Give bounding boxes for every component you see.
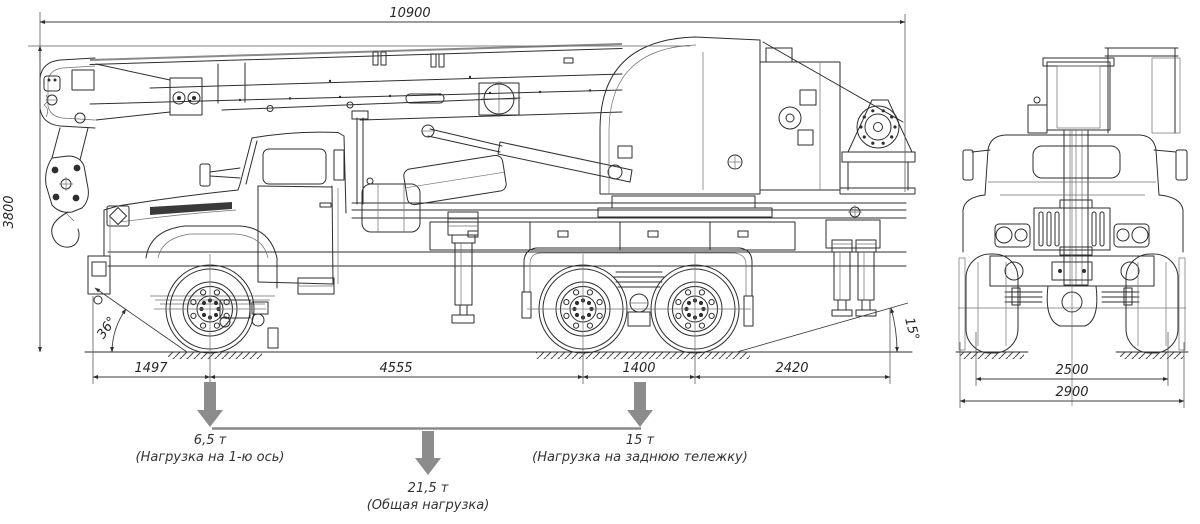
front-cab	[962, 134, 1188, 253]
front-clip	[87, 211, 279, 349]
load-annotations: 6,5 т (Нагрузка на 1-ю ось) 15 т (Нагруз…	[136, 382, 748, 513]
label-track: 2500	[1055, 363, 1088, 378]
label-front-overhang: 1497	[134, 361, 168, 376]
platform	[351, 202, 907, 251]
front-gantry	[1104, 47, 1181, 134]
label-departure-angle: 15°	[901, 316, 921, 342]
label-overall-length: 10900	[389, 6, 430, 21]
dimension-wheelbase: 4555	[209, 361, 584, 379]
caption-total-load: (Общая нагрузка)	[367, 498, 490, 513]
turret	[597, 36, 904, 218]
label-height: 3800	[2, 195, 17, 228]
front-view	[955, 47, 1189, 406]
rear-outriggers	[825, 219, 881, 317]
rear-of-cab-equipment	[351, 110, 633, 233]
rear-wheel-2	[638, 253, 752, 359]
label-front-axle-load: 6,5 т	[194, 433, 227, 448]
boom	[89, 43, 623, 121]
label-total-load: 21,5 т	[408, 481, 449, 496]
dimension-bottom-chain: 1497 4555 1400 2420	[92, 296, 891, 384]
dimension-overall-length: 10900	[39, 6, 906, 192]
rear-fender	[521, 247, 754, 327]
bogie-suspension	[613, 271, 665, 327]
chassis-frame	[107, 251, 907, 305]
front-axle	[958, 130, 1186, 406]
dimension-height: 3800	[2, 45, 690, 353]
load-arrow-front-axle: 6,5 т (Нагрузка на 1-ю ось)	[136, 382, 285, 465]
dimension-rear-overhang: 2420	[694, 361, 891, 379]
label-rear-overhang: 2420	[775, 361, 808, 376]
front-ground	[955, 351, 1189, 359]
label-approach-angle: 36°	[94, 314, 120, 341]
caption-front-axle-load: (Нагрузка на 1-ю ось)	[136, 450, 285, 465]
angle-departure: 15°	[736, 302, 922, 353]
label-width: 2900	[1055, 385, 1088, 400]
load-arrow-rear-bogie: 15 т (Нагрузка на заднюю тележку)	[532, 382, 748, 465]
side-view	[39, 36, 916, 359]
dimension-bogie: 1400	[582, 361, 696, 379]
label-rear-bogie-load: 15 т	[626, 433, 655, 448]
dimension-width: 2900	[959, 342, 1185, 408]
angle-approach: 36°	[94, 287, 188, 353]
front-outrigger	[447, 211, 479, 324]
dimension-track: 2500	[975, 332, 1169, 386]
caption-rear-bogie-load: (Нагрузка на заднюю тележку)	[532, 450, 748, 465]
rear-wheel-1	[526, 253, 640, 359]
front-boom-tower	[1027, 57, 1115, 286]
load-arrow-total: 21,5 т (Общая нагрузка)	[367, 431, 490, 513]
dimension-front-overhang: 1497	[92, 361, 211, 379]
front-wheel	[153, 253, 267, 359]
label-bogie: 1400	[622, 361, 655, 376]
cab	[103, 131, 347, 295]
label-wheelbase: 4555	[379, 361, 412, 376]
ground-line	[84, 351, 913, 359]
winch	[839, 99, 916, 195]
boom-head	[39, 57, 203, 129]
front-wheels	[958, 253, 1186, 354]
hook-block	[45, 127, 89, 248]
